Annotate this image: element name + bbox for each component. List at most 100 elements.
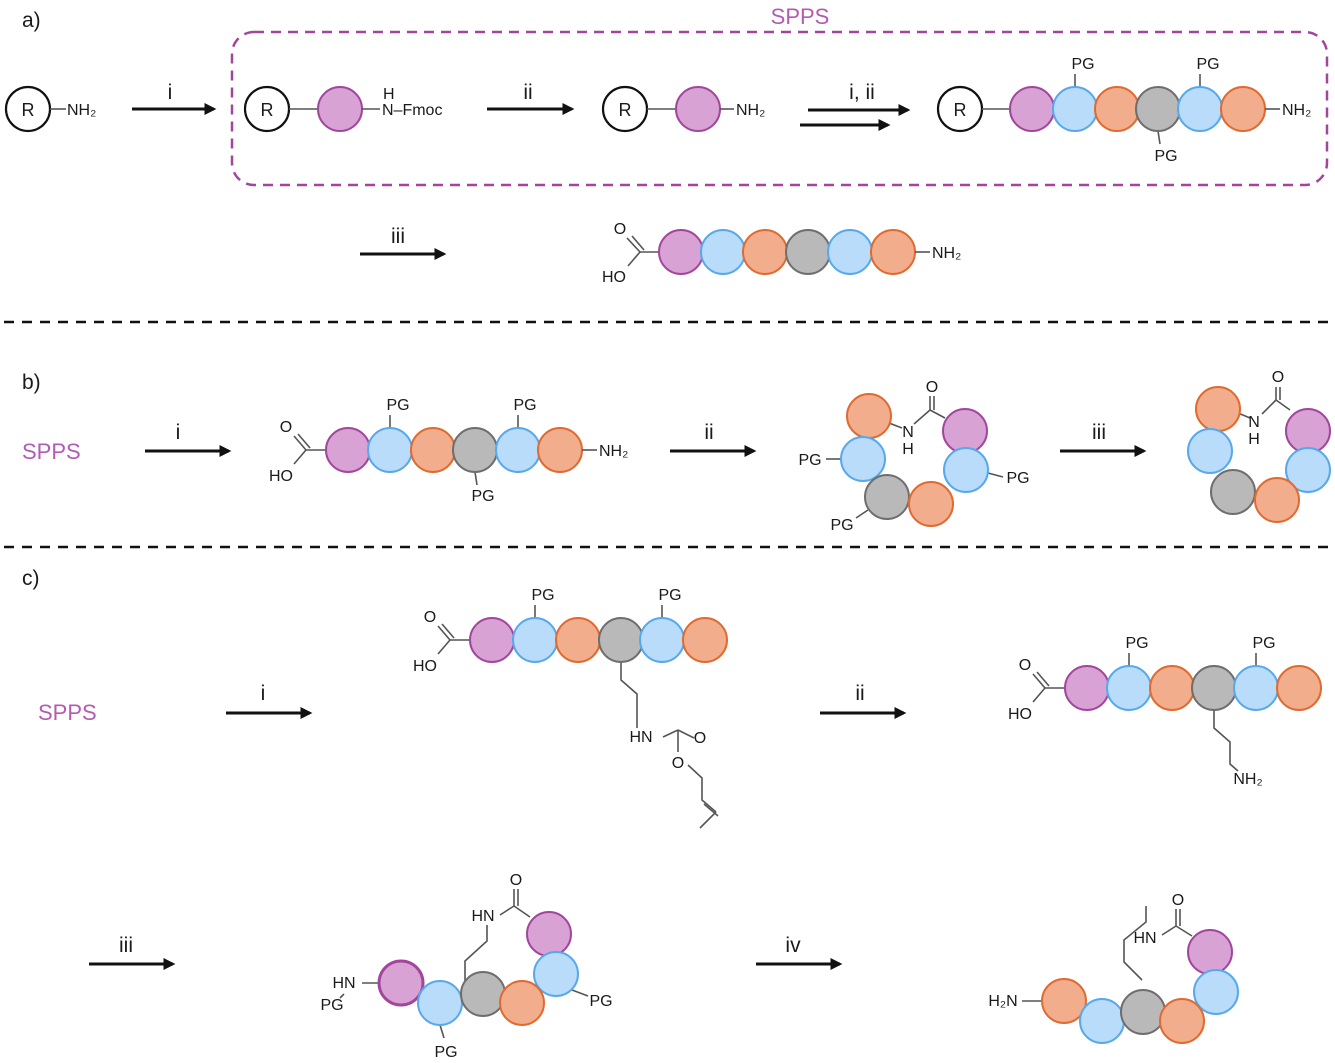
amino-acid-bead — [870, 229, 916, 275]
protecting-group-label: PG — [1154, 148, 1177, 165]
n-fmoc-label: N–Fmoc — [382, 102, 442, 119]
amino-acid-bead — [317, 86, 363, 132]
amino-acid-bead — [1041, 978, 1087, 1024]
amino-acid-bead — [846, 393, 892, 439]
hydroxyl-label: HO — [413, 658, 437, 675]
spps-start-label: SPPS — [22, 439, 81, 464]
amino-acid-bead — [1220, 86, 1266, 132]
amino-acid-bead — [1193, 969, 1239, 1015]
nh2-label: NH₂ — [932, 245, 961, 262]
step-ii-label: ii — [523, 81, 532, 104]
amino-acid-bead — [742, 229, 788, 275]
h2n-label: H₂N — [988, 993, 1017, 1010]
step-iv-label: iv — [785, 934, 801, 957]
amino-acid-bead — [533, 951, 579, 997]
panel-b-label: b) — [22, 371, 41, 394]
oxygen-label: O — [614, 221, 626, 238]
hydroxyl-label: HO — [1008, 706, 1032, 723]
amino-acid-bead — [1120, 989, 1166, 1035]
amino-acid-bead — [864, 474, 910, 520]
nh2-label: NH₂ — [736, 102, 765, 119]
protecting-group-label: PG — [513, 397, 536, 414]
carbamate-nh-label: HN — [629, 729, 652, 746]
spps-box — [230, 30, 1329, 187]
amino-acid-bead — [682, 617, 728, 663]
amide-h-label: H — [902, 441, 914, 458]
amino-acid-bead — [1009, 86, 1055, 132]
nh2-label: NH₂ — [1233, 771, 1262, 788]
step-ii-label: ii — [855, 682, 864, 705]
amino-acid-bead — [1052, 86, 1098, 132]
amino-acid-bead — [675, 86, 721, 132]
amino-acid-bead — [1210, 469, 1256, 515]
spps-box-title: SPPS — [771, 4, 830, 29]
amide-h-label: H — [1248, 431, 1260, 448]
oxygen-label: O — [424, 609, 436, 626]
protecting-group-label: PG — [1252, 635, 1275, 652]
amino-acid-bead — [1276, 665, 1322, 711]
panel-a-label: a) — [22, 9, 41, 32]
oxygen-label: O — [1019, 657, 1031, 674]
amino-acid-bead — [639, 617, 685, 663]
protecting-group-label: PG — [471, 488, 494, 505]
amino-acid-bead — [367, 427, 413, 473]
step-i-ii-label: i, ii — [849, 81, 875, 104]
oxygen-label: O — [926, 379, 938, 396]
amino-acid-bead — [1149, 665, 1195, 711]
step-iii-label: iii — [119, 934, 133, 957]
amino-acid-bead — [658, 229, 704, 275]
amino-acid-bead — [460, 971, 506, 1017]
amino-acid-bead — [452, 427, 498, 473]
amine-h-label: H — [383, 86, 395, 103]
amino-acid-bead — [1254, 477, 1300, 523]
amino-acid-bead — [526, 911, 572, 957]
amino-acid-bead — [377, 959, 425, 1007]
amino-acid-bead — [1233, 665, 1279, 711]
amino-acid-bead — [1159, 998, 1205, 1044]
amino-acid-bead — [495, 427, 541, 473]
nh2-label: NH₂ — [1282, 102, 1311, 119]
step-i-label: i — [176, 421, 181, 444]
oxygen-label: O — [280, 419, 292, 436]
panel-a: a) SPPS R NH₂ i R H N–Fmoc ii R NH₂ i, — [4, 4, 1329, 286]
oxygen-label: O — [1272, 369, 1284, 386]
protecting-group-label: PG — [1196, 56, 1219, 73]
protecting-group-label: PG — [589, 993, 612, 1010]
nh2-label: NH₂ — [599, 443, 628, 460]
amino-acid-bead — [1191, 665, 1237, 711]
oxygen-label: O — [510, 872, 522, 889]
amino-acid-bead — [700, 229, 746, 275]
amino-acid-bead — [1187, 428, 1233, 474]
amino-acid-bead — [785, 229, 831, 275]
amino-acid-bead — [1187, 929, 1233, 975]
amino-acid-bead — [1135, 86, 1181, 132]
amino-acid-bead — [840, 436, 886, 482]
amino-acid-bead — [908, 481, 954, 527]
resin-label: R — [22, 100, 35, 120]
panel-b: b) SPPS i O HO NH₂ PG PG PG ii O N — [22, 369, 1331, 534]
protecting-group-label: PG — [1125, 635, 1148, 652]
amino-acid-bead — [1285, 408, 1331, 454]
spps-start-label: SPPS — [38, 700, 97, 725]
protecting-group-label: PG — [1071, 56, 1094, 73]
lactam-nh-label: HN — [471, 908, 494, 925]
resin-label: R — [619, 100, 632, 120]
protecting-group-label: PG — [531, 587, 554, 604]
oxygen-label: O — [1172, 892, 1184, 909]
amino-acid-bead — [512, 617, 558, 663]
amino-acid-bead — [469, 617, 515, 663]
amino-acid-bead — [1106, 665, 1152, 711]
protecting-group-label: PG — [434, 1044, 457, 1061]
amino-acid-bead — [555, 617, 601, 663]
panel-c-label: c) — [22, 567, 40, 590]
amino-acid-bead — [943, 447, 989, 493]
protecting-group-label: PG — [320, 997, 343, 1014]
protecting-group-label: PG — [830, 517, 853, 534]
resin-label: R — [954, 100, 967, 120]
amide-n-label: N — [1248, 414, 1260, 431]
hydroxyl-label: HO — [602, 269, 626, 286]
protecting-group-label: PG — [386, 397, 409, 414]
amide-n-label: N — [902, 424, 914, 441]
carbonyl-o-label: O — [694, 730, 706, 747]
amino-acid-bead — [1064, 665, 1110, 711]
